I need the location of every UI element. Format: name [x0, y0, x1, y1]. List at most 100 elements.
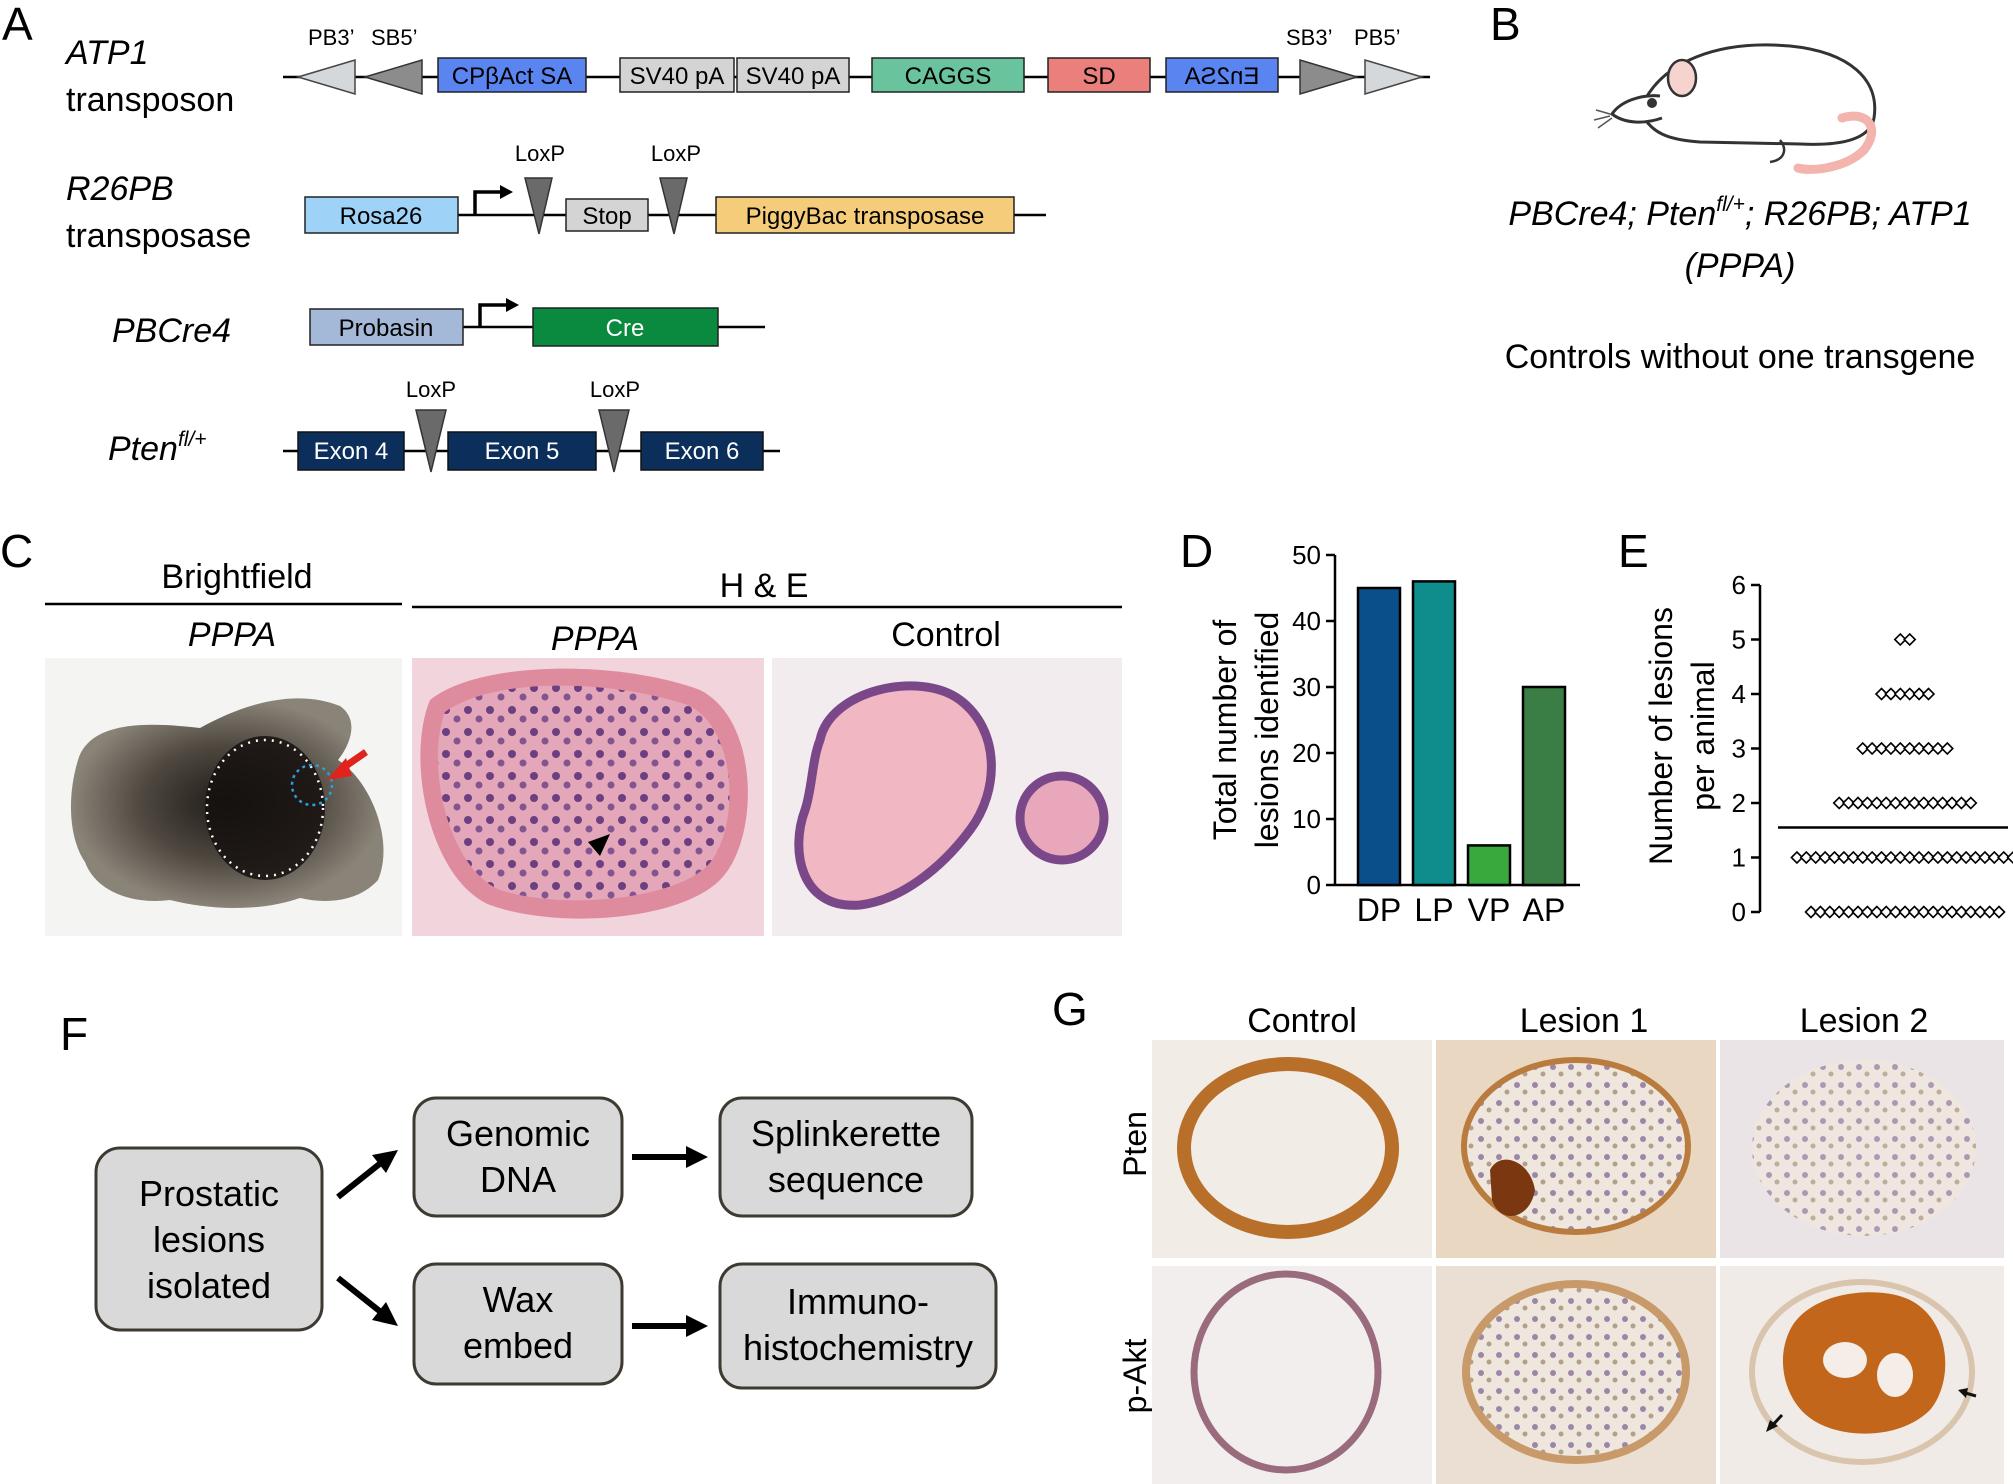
panel-e-point: [1945, 796, 1959, 810]
flow-splink-line2: sequence: [768, 1159, 924, 1200]
panel-e-point: [1978, 850, 1992, 865]
panel-e-point: [1893, 687, 1907, 701]
panel-b-abbrev: (PPPA): [1685, 247, 1796, 285]
arrowhead: [588, 834, 610, 856]
sb5-terminal-repeat: [362, 58, 423, 96]
atp1-box-en2sa: [1165, 57, 1279, 93]
atp1-box-sv40-1: [619, 57, 735, 93]
panel-e-point: [1964, 796, 1978, 810]
pten-name: Ptenfl/+: [108, 428, 207, 468]
panel-e-point: [1799, 850, 1813, 865]
panel-e-y-tick-label: 5: [1732, 625, 1746, 655]
panel-d-x-tick-label: DP: [1357, 892, 1401, 928]
pten-label-exon4: Exon 4: [314, 438, 389, 465]
panel-e-point: [1870, 905, 1884, 919]
he-pppa-histology-image: [412, 658, 764, 936]
flow-wax-line1: Wax: [483, 1279, 554, 1320]
panel-e-point: [1903, 687, 1917, 701]
panel-d-y-tick-label: 0: [1307, 870, 1321, 900]
panel-d-y-tick-label: 10: [1292, 804, 1321, 834]
panel-d-x-tick-label: LP: [1414, 892, 1453, 928]
panel-e-point: [1931, 850, 1945, 865]
flow-arrow-to-wax: [336, 1275, 384, 1316]
panel-e-y-tick-label: 2: [1732, 788, 1746, 818]
flow-genomic-line1: Genomic: [446, 1113, 590, 1154]
lesion-circle: [290, 763, 334, 807]
panel-e-point: [1851, 905, 1865, 919]
panel-e-point: [1884, 850, 1898, 865]
panel-e-point: [1912, 687, 1926, 701]
panel-e-y-tick-label: 3: [1732, 734, 1746, 764]
panel-e-point: [1832, 905, 1846, 919]
panel-e-point: [1907, 905, 1922, 919]
panel-e-point: [1870, 796, 1884, 810]
panel-g-col-lesion2: Lesion 2: [1800, 1002, 1929, 1040]
panel-d-ylabel-line2: lesions identified: [1249, 612, 1285, 849]
panel-letter-a: A: [2, 0, 33, 50]
panel-g-row-pakt: p-Akt: [1117, 1339, 1153, 1414]
pbcre4-label-probasin: Probasin: [339, 315, 434, 342]
panel-d-bar-ap: [1521, 685, 1567, 887]
r26pb-sub: transposase: [66, 217, 251, 255]
r26pb-name: R26PB: [66, 170, 174, 208]
flow-start-line2: lesions: [153, 1219, 265, 1260]
panel-d-y-tick-label: 20: [1292, 738, 1321, 768]
panel-letter-g: G: [1052, 983, 1088, 1035]
panel-b-genotype: PBCre4; Ptenfl/+; R26PB; ATP1: [1508, 193, 1971, 233]
panel-d-bar-dp: [1356, 586, 1402, 887]
flow-start-line1: Prostatic: [139, 1173, 279, 1214]
pbcre4-name: PBCre4: [112, 312, 231, 350]
pten-box-exon6: [640, 431, 764, 471]
pb5-terminal-repeat: [1364, 58, 1425, 96]
panel-d-bars: [1356, 580, 1567, 887]
r26pb-box-piggybac: [715, 196, 1015, 234]
panel-e-point: [1865, 741, 1879, 756]
panel-e-point: [1860, 905, 1875, 919]
panel-e-point: [1987, 850, 2001, 865]
ihc-pakt-lesion2: [1720, 1266, 2004, 1484]
panel-e-point: [1903, 741, 1917, 756]
r26pb-loxp-label-2: LoxP: [651, 141, 701, 166]
panel-e-point: [1846, 850, 1860, 865]
r26pb-label-piggybac: PiggyBac transposase: [746, 203, 985, 230]
r26pb-loxp-label-1: LoxP: [515, 141, 565, 166]
panel-letter-c: C: [0, 525, 33, 577]
flow-arrow-to-genomic: [336, 1159, 384, 1200]
atp1-end-label-2: SB5’: [371, 25, 417, 50]
panel-d-ylabel-line1: Total number of: [1207, 620, 1243, 841]
pbcre4-label-cre: Cre: [606, 315, 645, 342]
panel-e-point: [1917, 796, 1931, 810]
panel-e-point: [1898, 905, 1912, 919]
panel-e-point: [1865, 850, 1879, 865]
panel-g-col-lesion1: Lesion 1: [1520, 1002, 1649, 1040]
flow-box-prostatic-lesions: [94, 1146, 324, 1332]
panel-e-point: [1917, 905, 1931, 919]
panel-e-point: [1884, 687, 1898, 701]
panel-letter-f: F: [60, 1008, 88, 1060]
pbcre4-construct: PBCre4 Probasin Cre: [112, 298, 765, 350]
atp1-label-caggs: CAGGS: [905, 63, 992, 90]
panel-e-point: [1818, 850, 1832, 865]
panel-e-point: [1879, 796, 1893, 810]
brightfield-prostate-image: [45, 658, 402, 936]
r26pb-box-rosa26: [304, 196, 459, 234]
panel-e-point: [1823, 905, 1837, 919]
panel-e-point: [1940, 741, 1954, 756]
panel-e-point: [1837, 850, 1851, 865]
panel-e-point: [1813, 905, 1828, 919]
panel-e-point: [1992, 905, 2006, 919]
panel-e-point: [1950, 850, 1964, 865]
he-control-histology-image: [772, 658, 1122, 936]
pten-loxp-1: [415, 409, 447, 473]
r26pb-transposase-construct: R26PB transposase Rosa26 LoxP Stop LoxP …: [66, 141, 1046, 255]
r26pb-loxp-2: [659, 177, 688, 235]
flow-start-line3: isolated: [147, 1265, 271, 1306]
panel-e-point: [1903, 632, 1917, 647]
panel-e-point: [1954, 796, 1969, 810]
pten-box-exon5: [447, 431, 597, 471]
panel-d-bar-chart: Total number of lesions identified 0 10 20…: [1207, 540, 1580, 928]
panel-f-workflow: Prostatic lesions isolated Genomic DNA S…: [94, 1096, 998, 1390]
panel-e-point: [1959, 850, 1973, 865]
